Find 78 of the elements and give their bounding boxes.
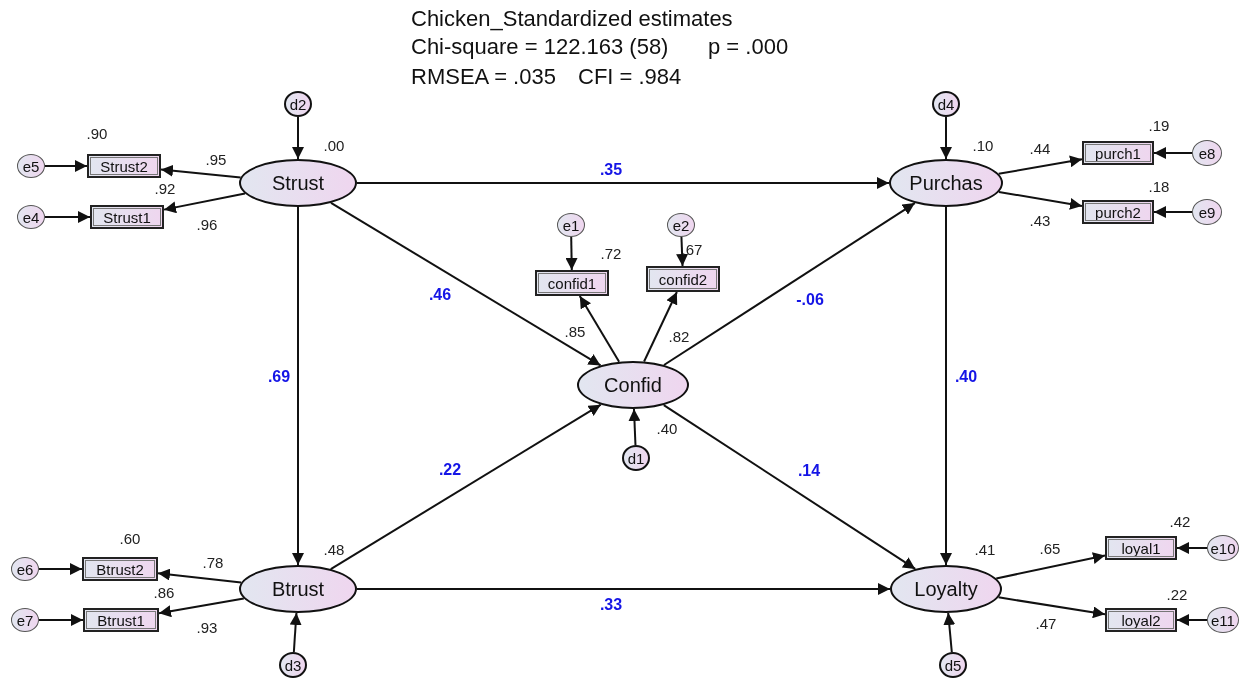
observed-variable-box: confid2 [646, 266, 720, 292]
arrow [356, 177, 890, 189]
arrow [38, 614, 84, 626]
arrow [329, 403, 602, 571]
latent-variable-ellipse: Purchas [889, 159, 1003, 207]
estimate-value: .67 [681, 240, 703, 258]
arrow [662, 404, 917, 570]
estimate-value: .19 [1148, 116, 1170, 134]
disturbance-circle: d5 [939, 652, 967, 678]
estimate-value: .22 [1166, 585, 1188, 603]
latent-variable-ellipse: Strust [239, 159, 357, 207]
observed-variable-box: Strust1 [90, 205, 164, 229]
observed-variable-box: loyal1 [1105, 536, 1177, 560]
arrow [1176, 542, 1208, 554]
arrow [44, 211, 91, 223]
error-term-circle: e4 [17, 205, 45, 229]
arrow [292, 116, 304, 160]
estimate-value: .48 [323, 540, 345, 558]
disturbance-circle: d1 [622, 445, 650, 471]
observed-variable-box: Btrust2 [82, 557, 158, 581]
observed-variable-box: confid1 [535, 270, 609, 296]
arrow [565, 236, 578, 271]
estimate-value: .92 [154, 179, 176, 197]
arrow [643, 291, 678, 363]
observed-variable-box: purch1 [1082, 141, 1154, 165]
estimate-value: .72 [600, 244, 622, 262]
arrow [1176, 614, 1208, 626]
disturbance-circle: d3 [279, 652, 307, 678]
error-term-circle: e8 [1192, 140, 1222, 166]
fit-statistic: p = .000 [708, 34, 789, 60]
arrow [330, 201, 602, 367]
estimate-value: .60 [119, 529, 141, 547]
arrow [940, 206, 952, 566]
arrow [628, 408, 641, 446]
latent-variable-ellipse: Loyalty [890, 565, 1002, 613]
error-term-circle: e2 [667, 213, 695, 237]
disturbance-circle: d4 [932, 91, 960, 117]
arrow [940, 116, 952, 160]
error-term-circle: e9 [1192, 199, 1222, 225]
arrow [292, 206, 304, 566]
arrow [44, 160, 88, 172]
arrow [289, 612, 302, 653]
error-term-circle: e7 [11, 608, 39, 632]
estimate-value: .10 [972, 136, 994, 154]
estimate-value: .90 [86, 124, 108, 142]
disturbance-circle: d2 [284, 91, 312, 117]
estimate-value: .40 [656, 419, 678, 437]
diagram-title: Chicken_Standardized estimates [411, 6, 733, 32]
fit-statistic: CFI = .984 [578, 64, 682, 90]
latent-variable-ellipse: Confid [577, 361, 689, 409]
estimate-value: .00 [323, 136, 345, 154]
observed-variable-box: purch2 [1082, 200, 1154, 224]
estimate-value: .18 [1148, 177, 1170, 195]
estimate-value: .42 [1169, 512, 1191, 530]
observed-variable-box: loyal2 [1105, 608, 1177, 632]
error-term-circle: e5 [17, 154, 45, 178]
error-term-circle: e10 [1207, 535, 1239, 561]
arrow [1153, 147, 1193, 159]
estimate-value: .41 [974, 540, 996, 558]
error-term-circle: e11 [1207, 607, 1239, 633]
observed-variable-box: Btrust1 [83, 608, 159, 632]
arrow [38, 563, 83, 575]
arrow [995, 552, 1106, 580]
arrow [676, 236, 689, 267]
fit-statistic: RMSEA = .035 [411, 64, 556, 90]
arrow [356, 583, 891, 595]
estimate-value: .86 [153, 583, 175, 601]
fit-statistic: Chi-square = 122.163 (58) [411, 34, 669, 60]
error-term-circle: e1 [557, 213, 585, 237]
arrow [160, 164, 242, 179]
arrow [943, 612, 956, 654]
arrow [163, 192, 246, 214]
arrow [1153, 206, 1193, 218]
observed-variable-box: Strust2 [87, 154, 161, 178]
arrow [578, 295, 621, 363]
latent-variable-ellipse: Btrust [239, 565, 357, 613]
error-term-circle: e6 [11, 557, 39, 581]
arrow [663, 202, 916, 366]
